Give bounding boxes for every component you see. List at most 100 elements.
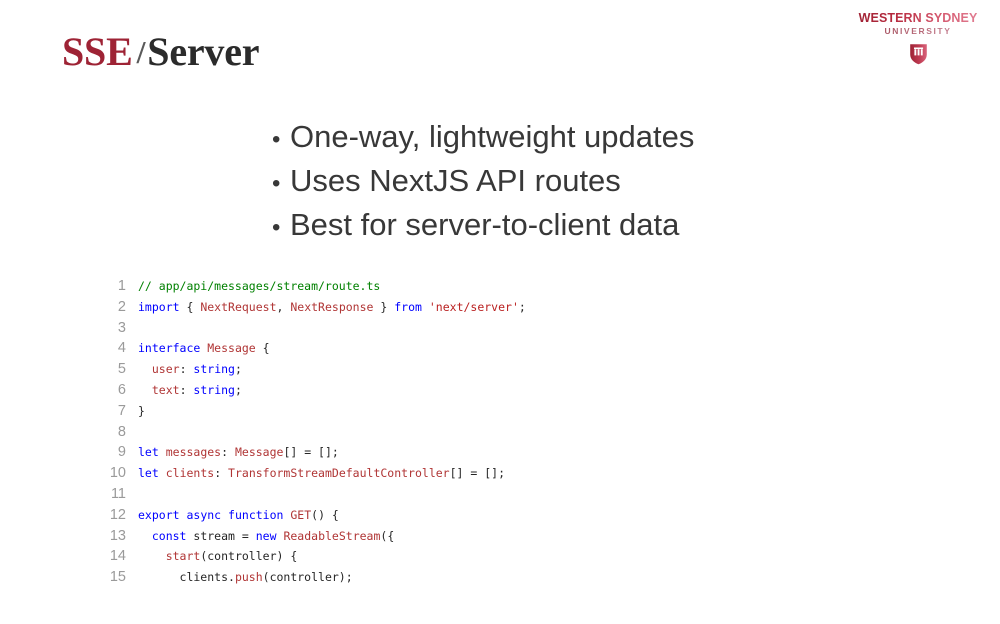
code-token: ;: [234, 382, 242, 397]
code-token: // app/api/messages/stream/route.ts: [138, 279, 381, 293]
code-token: 'next/server': [428, 299, 519, 314]
bullet-marker-icon: •: [272, 170, 281, 197]
code-line: interface Message {: [138, 338, 526, 359]
code-token: }: [373, 299, 395, 314]
code-token: NextResponse: [290, 299, 374, 314]
code-line-number: 1: [117, 278, 126, 294]
list-item: • Uses NextJS API routes: [272, 160, 694, 204]
bullet-list: • One-way, lightweight updates • Uses Ne…: [272, 116, 694, 248]
code-token: clients: [165, 466, 215, 481]
code-token: NextRequest: [200, 299, 277, 314]
code-token: (controller) {: [200, 549, 298, 564]
code-line-number: 9: [117, 444, 126, 461]
code-token: ;: [518, 299, 526, 314]
code-line-number: 3: [117, 319, 126, 336]
code-line: clients.push(controller);: [138, 567, 526, 588]
code-token: import: [138, 299, 180, 314]
logo-wordmark-secondary: UNIVERSITY: [854, 26, 982, 37]
code-token: GET: [290, 507, 312, 522]
code-line-number: 8: [117, 423, 126, 440]
code-token: {: [255, 341, 270, 356]
code-token: [138, 529, 152, 543]
code-token: [138, 549, 166, 563]
code-token: [422, 300, 429, 314]
code-token: export: [138, 507, 180, 522]
code-line-number: 6: [117, 381, 126, 398]
list-item-label: Best for server-to-client data: [290, 207, 680, 242]
code-token: :: [179, 362, 194, 377]
list-item-label: One-way, lightweight updates: [290, 119, 695, 154]
page-title-main: Server: [147, 29, 260, 74]
code-content: // app/api/messages/stream/route.ts impor…: [126, 276, 526, 588]
code-token: () {: [311, 507, 339, 522]
code-token: clients.: [138, 570, 235, 585]
code-token: interface: [138, 341, 201, 356]
code-line-number: 5: [117, 361, 126, 378]
code-line-number: 10: [109, 465, 126, 482]
code-line: start(controller) {: [138, 546, 526, 567]
code-token: TransformStreamDefaultController: [228, 466, 450, 481]
code-token: string: [193, 382, 235, 397]
code-token: [] = [];: [283, 445, 339, 460]
list-item-label: Uses NextJS API routes: [290, 163, 621, 198]
code-line: user: string;: [138, 359, 526, 380]
code-token: (controller);: [262, 570, 353, 585]
code-line-number: 2: [117, 298, 126, 315]
code-token: string: [193, 362, 235, 377]
code-line-number: 15: [109, 569, 126, 586]
code-token: function: [228, 507, 284, 522]
code-token: ,: [276, 299, 291, 314]
code-token: start: [165, 549, 201, 564]
page-title-accent: SSE: [62, 29, 133, 74]
code-token: [138, 362, 152, 376]
code-token: ({: [380, 528, 395, 543]
code-line: [138, 318, 526, 339]
code-token: :: [221, 445, 235, 460]
code-line: const stream = new ReadableStream({: [138, 526, 526, 547]
code-token: new: [255, 528, 277, 543]
code-token: ReadableStream: [283, 528, 381, 543]
code-token: stream =: [186, 528, 256, 543]
code-token: [138, 383, 152, 397]
code-token: ;: [234, 362, 242, 377]
code-line: let messages: Message[] = [];: [138, 442, 526, 463]
code-token: :: [214, 466, 229, 481]
code-token: {: [179, 299, 201, 314]
code-line-number: 4: [117, 340, 126, 357]
code-line: // app/api/messages/stream/route.ts: [138, 276, 526, 297]
code-token: :: [179, 382, 194, 397]
logo-wordmark-primary: WESTERN SYDNEY: [854, 12, 982, 25]
code-line: let clients: TransformStreamDefaultContr…: [138, 463, 526, 484]
bullet-marker-icon: •: [272, 126, 281, 153]
shield-crest-icon: [909, 44, 927, 65]
western-sydney-university-logo: WESTERN SYDNEY UNIVERSITY: [854, 12, 982, 65]
code-token: Message: [207, 341, 256, 356]
code-line-number: 11: [110, 485, 126, 502]
code-token: let: [138, 445, 159, 460]
code-line-number: 13: [109, 527, 126, 544]
code-line: text: string;: [138, 380, 526, 401]
code-token: [221, 508, 228, 522]
code-token: user: [151, 362, 180, 377]
code-token: async: [186, 507, 222, 522]
code-token: [159, 445, 166, 459]
page-title: SSE/Server: [62, 28, 260, 78]
code-line: }: [138, 401, 526, 422]
code-line: export async function GET() {: [138, 505, 526, 526]
code-token: messages: [165, 445, 222, 460]
code-token: text: [151, 382, 180, 397]
code-token: Message: [234, 445, 284, 460]
code-token: let: [138, 466, 159, 481]
bullet-marker-icon: •: [272, 214, 281, 241]
code-line-number: 14: [109, 548, 126, 565]
code-token: from: [394, 299, 422, 314]
code-token: [159, 466, 166, 480]
code-token: const: [151, 528, 187, 543]
code-token: push: [234, 570, 263, 585]
code-token: [] = [];: [449, 466, 505, 481]
code-line-number: 12: [109, 506, 126, 523]
code-line-number: 7: [117, 402, 126, 419]
code-line: [138, 484, 526, 505]
